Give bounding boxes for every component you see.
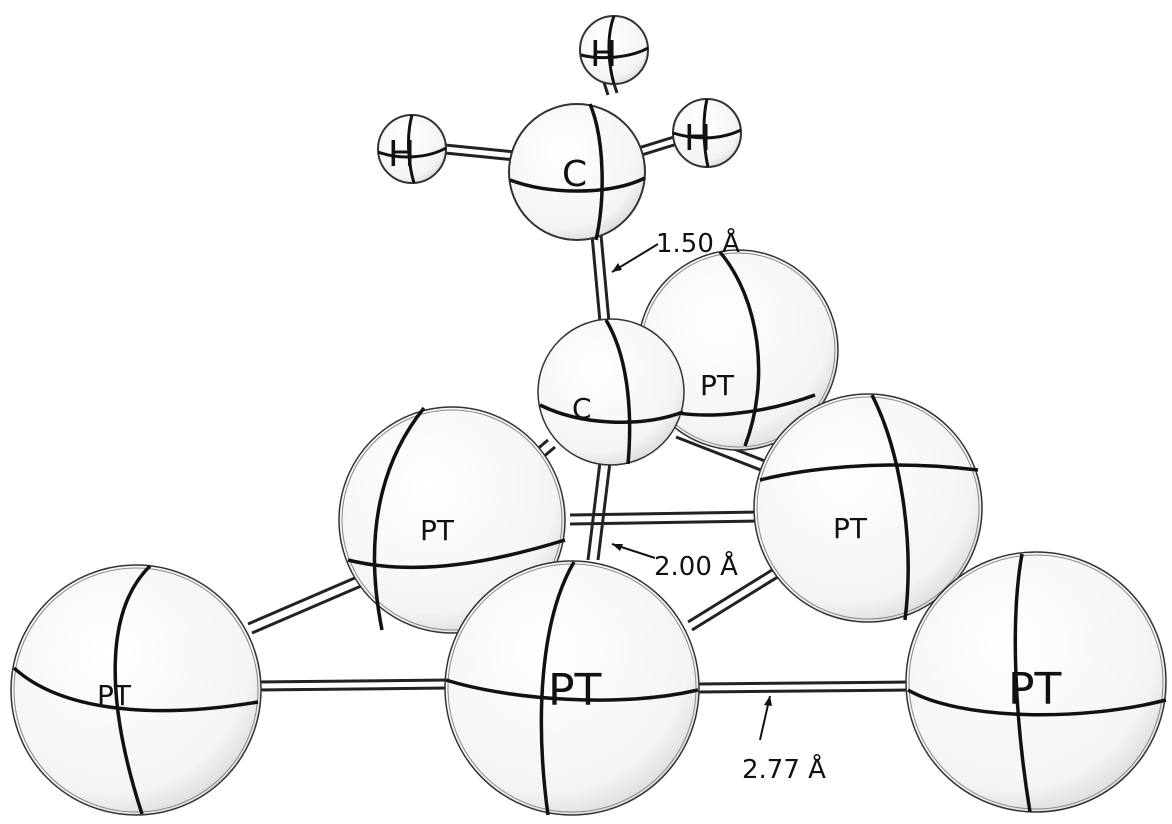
atom-pt-mid-left: PT (338, 406, 566, 634)
annotation-c-pt-bond: 2.00 Å (611, 543, 738, 582)
atom-pt-mid-right: PT (753, 393, 983, 623)
atom-c-surface: C (537, 318, 685, 466)
pt-back-label: PT (700, 369, 735, 402)
atom-pt-front-left: PT (10, 564, 262, 816)
cc-bond-label: 1.50 Å (656, 227, 740, 259)
bond-pt-pt (247, 510, 953, 694)
atom-h-top: H (579, 15, 649, 85)
atom-c-methyl: C (508, 103, 646, 241)
h-left-label: H (388, 134, 415, 175)
atom-pt-front-center: PT (444, 560, 700, 816)
c-surface-label: C (572, 392, 592, 425)
annotation-pt-pt-spacing: 2.77 Å (742, 695, 826, 785)
c-methyl-label: C (562, 154, 587, 195)
atom-h-right: H (672, 98, 742, 168)
atom-h-left: H (377, 114, 447, 184)
pt-front-left-label: PT (97, 679, 132, 712)
h-top-label: H (590, 34, 617, 75)
pt-pt-spacing-label: 2.77 Å (742, 753, 826, 785)
pt-mid-right-label: PT (833, 512, 868, 545)
c-pt-bond-label: 2.00 Å (654, 550, 738, 582)
pt-mid-left-label: PT (420, 514, 455, 547)
pt-front-center-label: PT (548, 665, 602, 716)
annotation-cc-bond: 1.50 Å (611, 227, 740, 273)
pt-front-right-label: PT (1008, 664, 1062, 715)
atom-pt-front-right: PT (905, 551, 1167, 813)
bond-c-c (590, 234, 611, 323)
h-right-label: H (684, 118, 711, 159)
